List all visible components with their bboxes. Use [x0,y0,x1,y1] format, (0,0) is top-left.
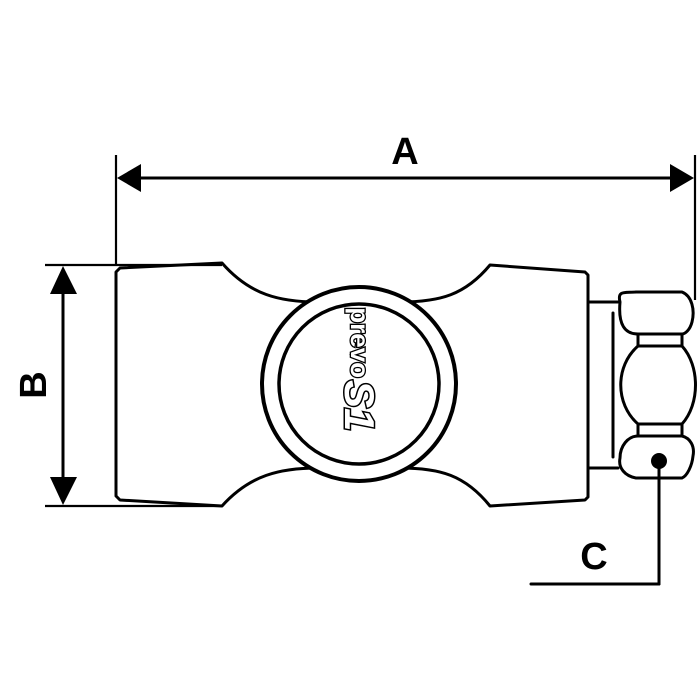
logo-text-s1: S1 [336,380,383,431]
arrowhead-right-icon [670,164,694,192]
dimension-c: C [529,453,667,586]
arrowhead-left-icon [117,164,141,192]
dimension-label-b: B [13,371,55,398]
logo-text-prevo: prevo [345,307,375,378]
nut-bottom-band [636,422,684,438]
dimension-a: A [114,131,697,300]
dimension-b: B [13,263,222,508]
body-outline [114,261,590,508]
coupling-body [114,261,620,508]
arrowhead-down-icon [50,477,77,505]
dimension-label-a: A [391,131,418,173]
nut-bottom-lobe [618,434,695,480]
brand-logo: prevo S1 [335,306,385,433]
nut-top-band [636,332,684,348]
nut-top-lobe [617,290,695,336]
hex-nut [617,290,697,480]
nut-middle-lobe [619,344,697,426]
release-button: prevo S1 [260,285,458,483]
dimension-label-c: C [580,536,607,578]
arrowhead-up-icon [50,266,77,294]
button-inner-ring [277,302,441,466]
